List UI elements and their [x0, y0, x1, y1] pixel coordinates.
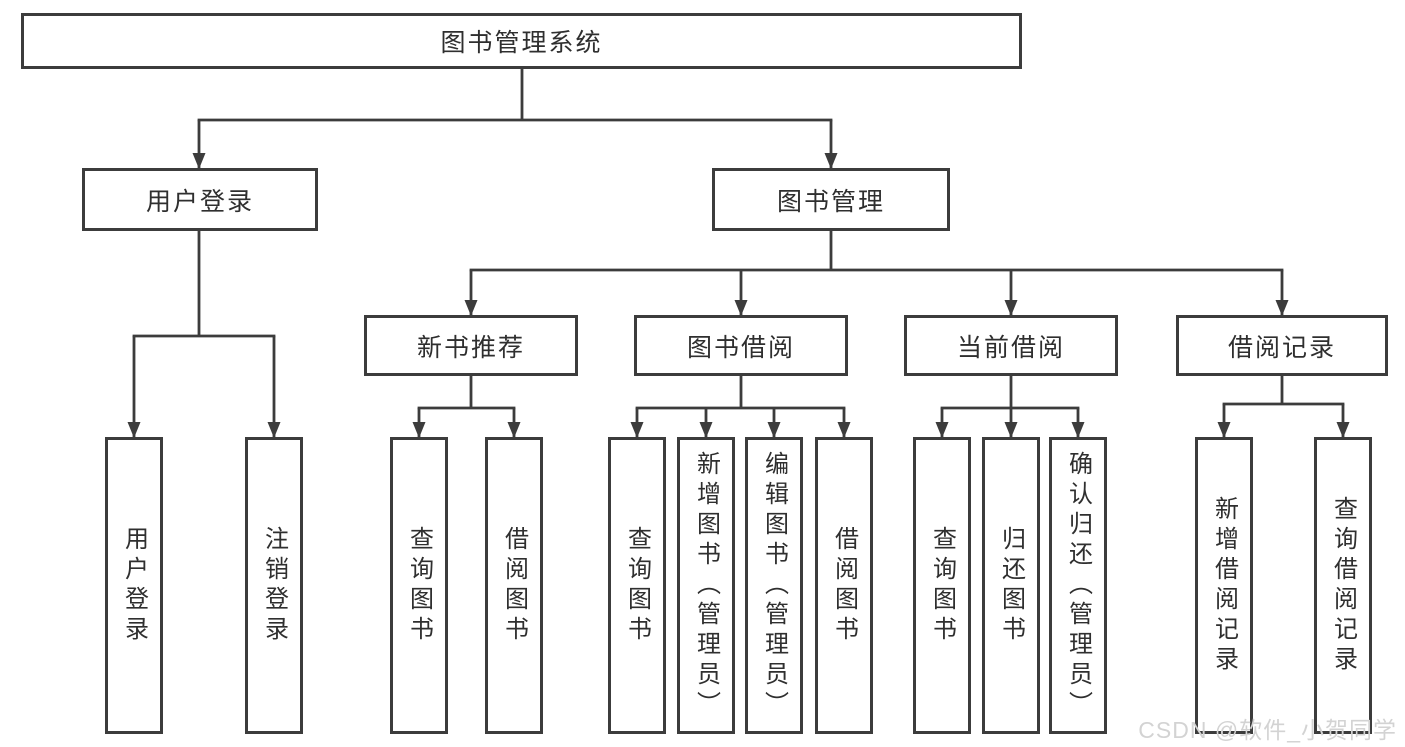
node-book-borrowing-label: 图书借阅: [686, 333, 795, 362]
node-borrowing-records-label: 借阅记录: [1227, 333, 1336, 362]
leaf-confirm-return-admin-label: 确认归还（管理员）: [1064, 450, 1092, 721]
node-user-login: 用户登录: [82, 168, 318, 231]
leaf-query-books-current: 查询图书: [913, 437, 971, 734]
node-user-login-label: 用户登录: [145, 187, 254, 216]
leaf-borrow-books-recommend: 借阅图书: [485, 437, 543, 734]
leaf-logout: 注销登录: [245, 437, 303, 734]
leaf-query-books-borrow: 查询图书: [608, 437, 666, 734]
leaf-add-book-admin-label: 新增图书（管理员）: [692, 450, 720, 721]
node-root: 图书管理系统: [21, 13, 1022, 69]
leaf-query-borrow-record-label: 查询借阅记录: [1329, 495, 1357, 676]
node-borrowing-records: 借阅记录: [1176, 315, 1388, 376]
node-current-borrowing: 当前借阅: [904, 315, 1118, 376]
node-new-book-recommendation: 新书推荐: [364, 315, 578, 376]
leaf-return-books-label: 归还图书: [997, 525, 1025, 646]
node-book-management: 图书管理: [712, 168, 950, 231]
node-root-label: 图书管理系统: [440, 29, 603, 57]
leaf-user-login-label: 用户登录: [120, 525, 148, 646]
leaf-add-borrow-record: 新增借阅记录: [1195, 437, 1253, 734]
leaf-return-books: 归还图书: [982, 437, 1040, 734]
leaf-borrow-books-borrow: 借阅图书: [815, 437, 873, 734]
leaf-query-books-recommend-label: 查询图书: [405, 525, 433, 646]
watermark: CSDN @软件_小贺同学: [1138, 717, 1397, 743]
leaf-add-book-admin: 新增图书（管理员）: [677, 437, 735, 734]
node-current-borrowing-label: 当前借阅: [956, 333, 1065, 362]
leaf-query-books-borrow-label: 查询图书: [623, 525, 651, 646]
leaf-user-login: 用户登录: [105, 437, 163, 734]
node-book-borrowing: 图书借阅: [634, 315, 848, 376]
leaf-query-books-recommend: 查询图书: [390, 437, 448, 734]
leaf-edit-book-admin-label: 编辑图书（管理员）: [760, 450, 788, 721]
leaf-add-borrow-record-label: 新增借阅记录: [1210, 495, 1238, 676]
leaf-query-borrow-record: 查询借阅记录: [1314, 437, 1372, 734]
leaf-edit-book-admin: 编辑图书（管理员）: [745, 437, 803, 734]
leaf-confirm-return-admin: 确认归还（管理员）: [1049, 437, 1107, 734]
leaf-query-books-current-label: 查询图书: [928, 525, 956, 646]
leaf-logout-label: 注销登录: [260, 525, 288, 646]
node-new-book-recommendation-label: 新书推荐: [416, 333, 525, 362]
node-book-management-label: 图书管理: [776, 187, 885, 216]
leaf-borrow-books-borrow-label: 借阅图书: [830, 525, 858, 646]
leaf-borrow-books-recommend-label: 借阅图书: [500, 525, 528, 646]
